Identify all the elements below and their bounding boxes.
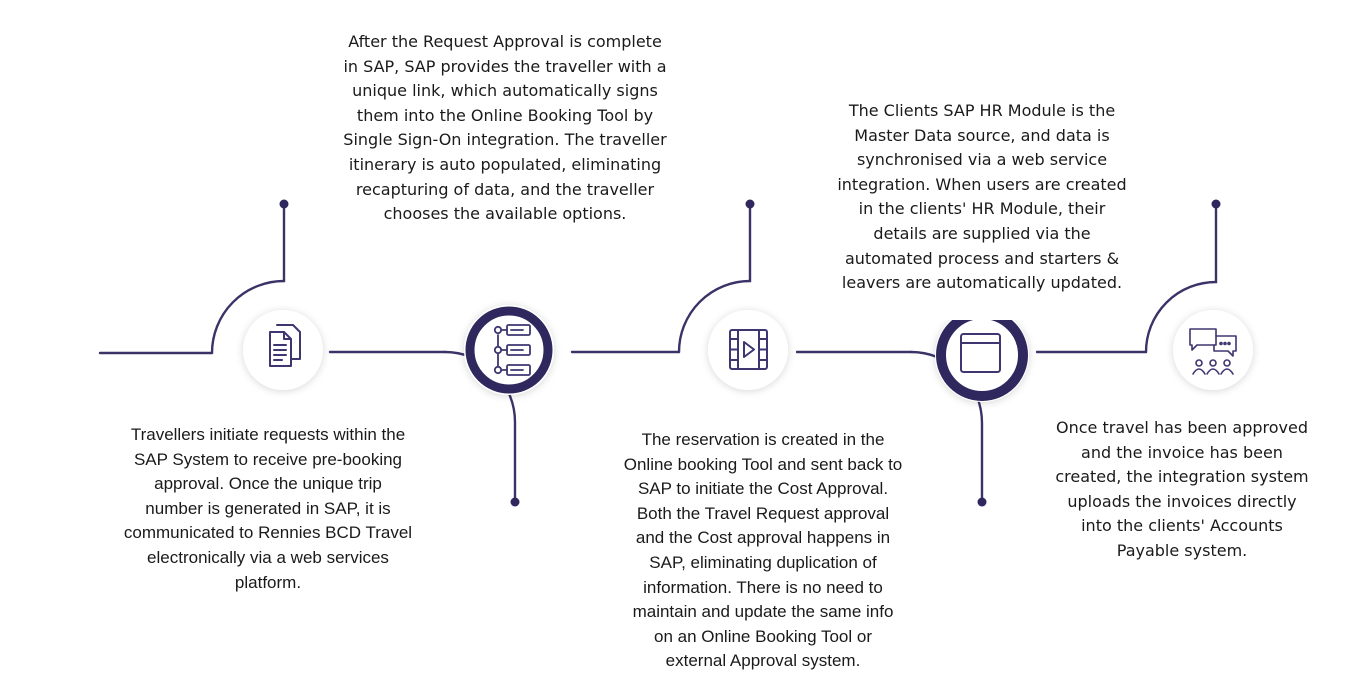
- step-3-description: The reservation is created in the Online…: [623, 430, 903, 671]
- documents-icon: [269, 324, 301, 367]
- timeline-dot: [745, 199, 755, 209]
- browser-window-icon: [960, 333, 1001, 373]
- step-4-node: [925, 296, 1040, 402]
- step-5-description: Once travel has been approved and the in…: [1055, 418, 1309, 560]
- chat-people-icon: [1189, 328, 1237, 375]
- step-3-node: [708, 310, 788, 390]
- timeline-dot: [510, 497, 520, 507]
- video-play-icon: [729, 329, 768, 370]
- step-1-description: Travellers initiate requests within the …: [123, 425, 413, 592]
- step-5-node: [1173, 310, 1253, 390]
- timeline-connector: [98, 202, 1218, 504]
- timeline-dot: [977, 497, 987, 507]
- step-2-node: [464, 305, 554, 395]
- timeline-dot: [1211, 199, 1221, 209]
- step-4-description: The Clients SAP HR Module is the Master …: [837, 101, 1127, 293]
- step-2-description: After the Request Approval is complete i…: [343, 32, 667, 224]
- flowchart-list-icon: [493, 324, 531, 376]
- timeline-dot: [279, 199, 289, 209]
- step-1-node: [243, 310, 323, 390]
